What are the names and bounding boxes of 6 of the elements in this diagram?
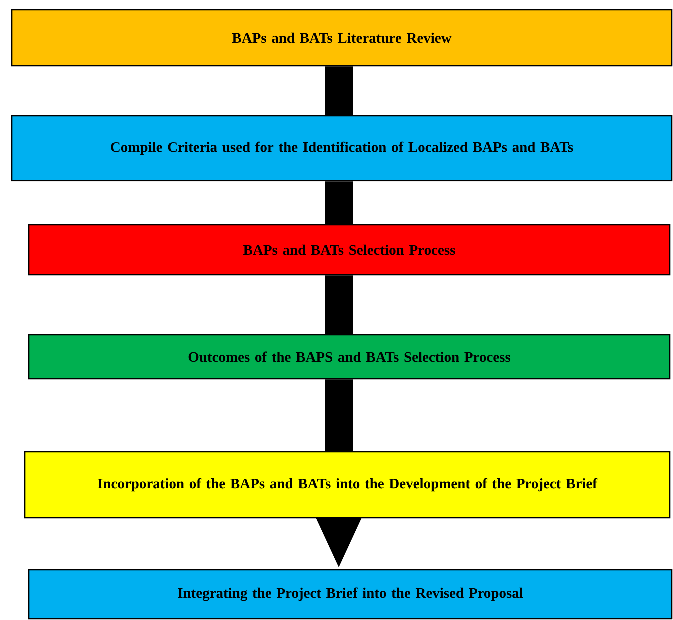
process-box: Integrating the Project Brief into the Revised Proposal	[28, 569, 673, 620]
process-box: Outcomes of the BAPS and BATs Selection Process	[28, 334, 671, 380]
process-box: Compile Criteria used for the Identification of Localized BAPs and BATs	[11, 115, 673, 182]
process-box: Incorporation of the BAPs and BATs into the Development of the Project Brief	[24, 451, 671, 519]
process-box: BAPs and BATs Selection Process	[28, 224, 671, 276]
process-box: BAPs and BATs Literature Review	[11, 9, 673, 67]
